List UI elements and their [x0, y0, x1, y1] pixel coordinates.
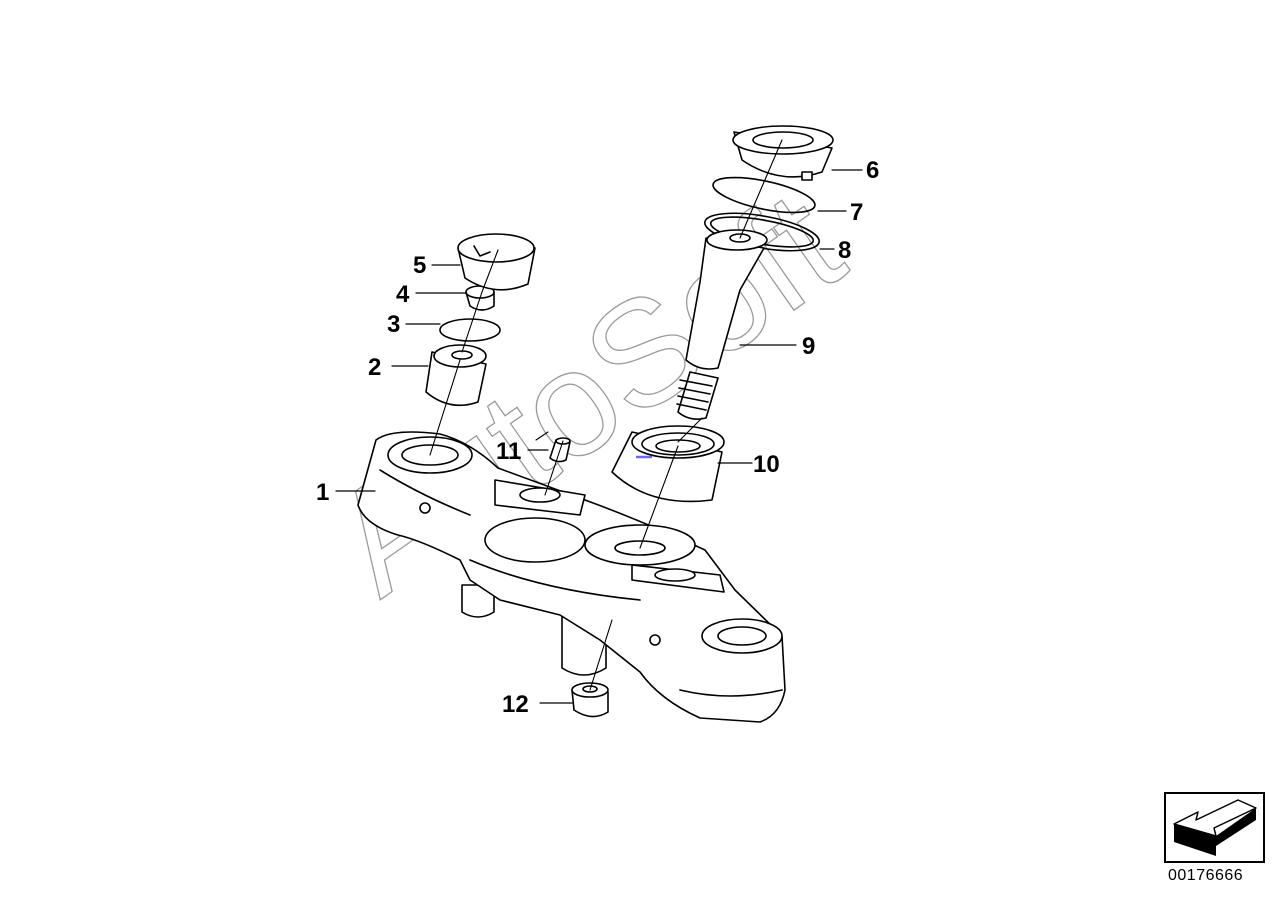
bearing-part [611, 425, 725, 503]
callout-1: 1 [316, 479, 329, 506]
arrow-down-left-icon [1173, 799, 1257, 856]
o-ring-part [439, 318, 501, 342]
callout-10: 10 [753, 451, 780, 478]
callout-9: 9 [802, 333, 815, 360]
reference-number: 00176666 [1168, 867, 1244, 884]
nut-part [465, 285, 495, 311]
callout-5: 5 [413, 252, 426, 279]
collar-nut-part [571, 682, 609, 718]
callout-11: 11 [496, 438, 521, 465]
callout-8: 8 [838, 237, 851, 264]
bushing-part [425, 344, 487, 407]
callout-3: 3 [387, 311, 400, 338]
callout-4: 4 [396, 281, 410, 308]
callout-7: 7 [850, 199, 863, 226]
fork-bridge-part [357, 431, 786, 723]
callout-labels: 1 2 3 4 5 6 7 8 9 10 11 12 [316, 157, 879, 718]
callout-6: 6 [866, 157, 879, 184]
callout-12: 12 [502, 691, 529, 718]
cap-part [457, 233, 536, 291]
callout-2: 2 [368, 354, 381, 381]
steering-stem-part [676, 229, 768, 420]
o-ring-large-part [712, 176, 816, 214]
orientation-icon-box [1164, 792, 1265, 863]
top-cap-part [732, 125, 834, 181]
